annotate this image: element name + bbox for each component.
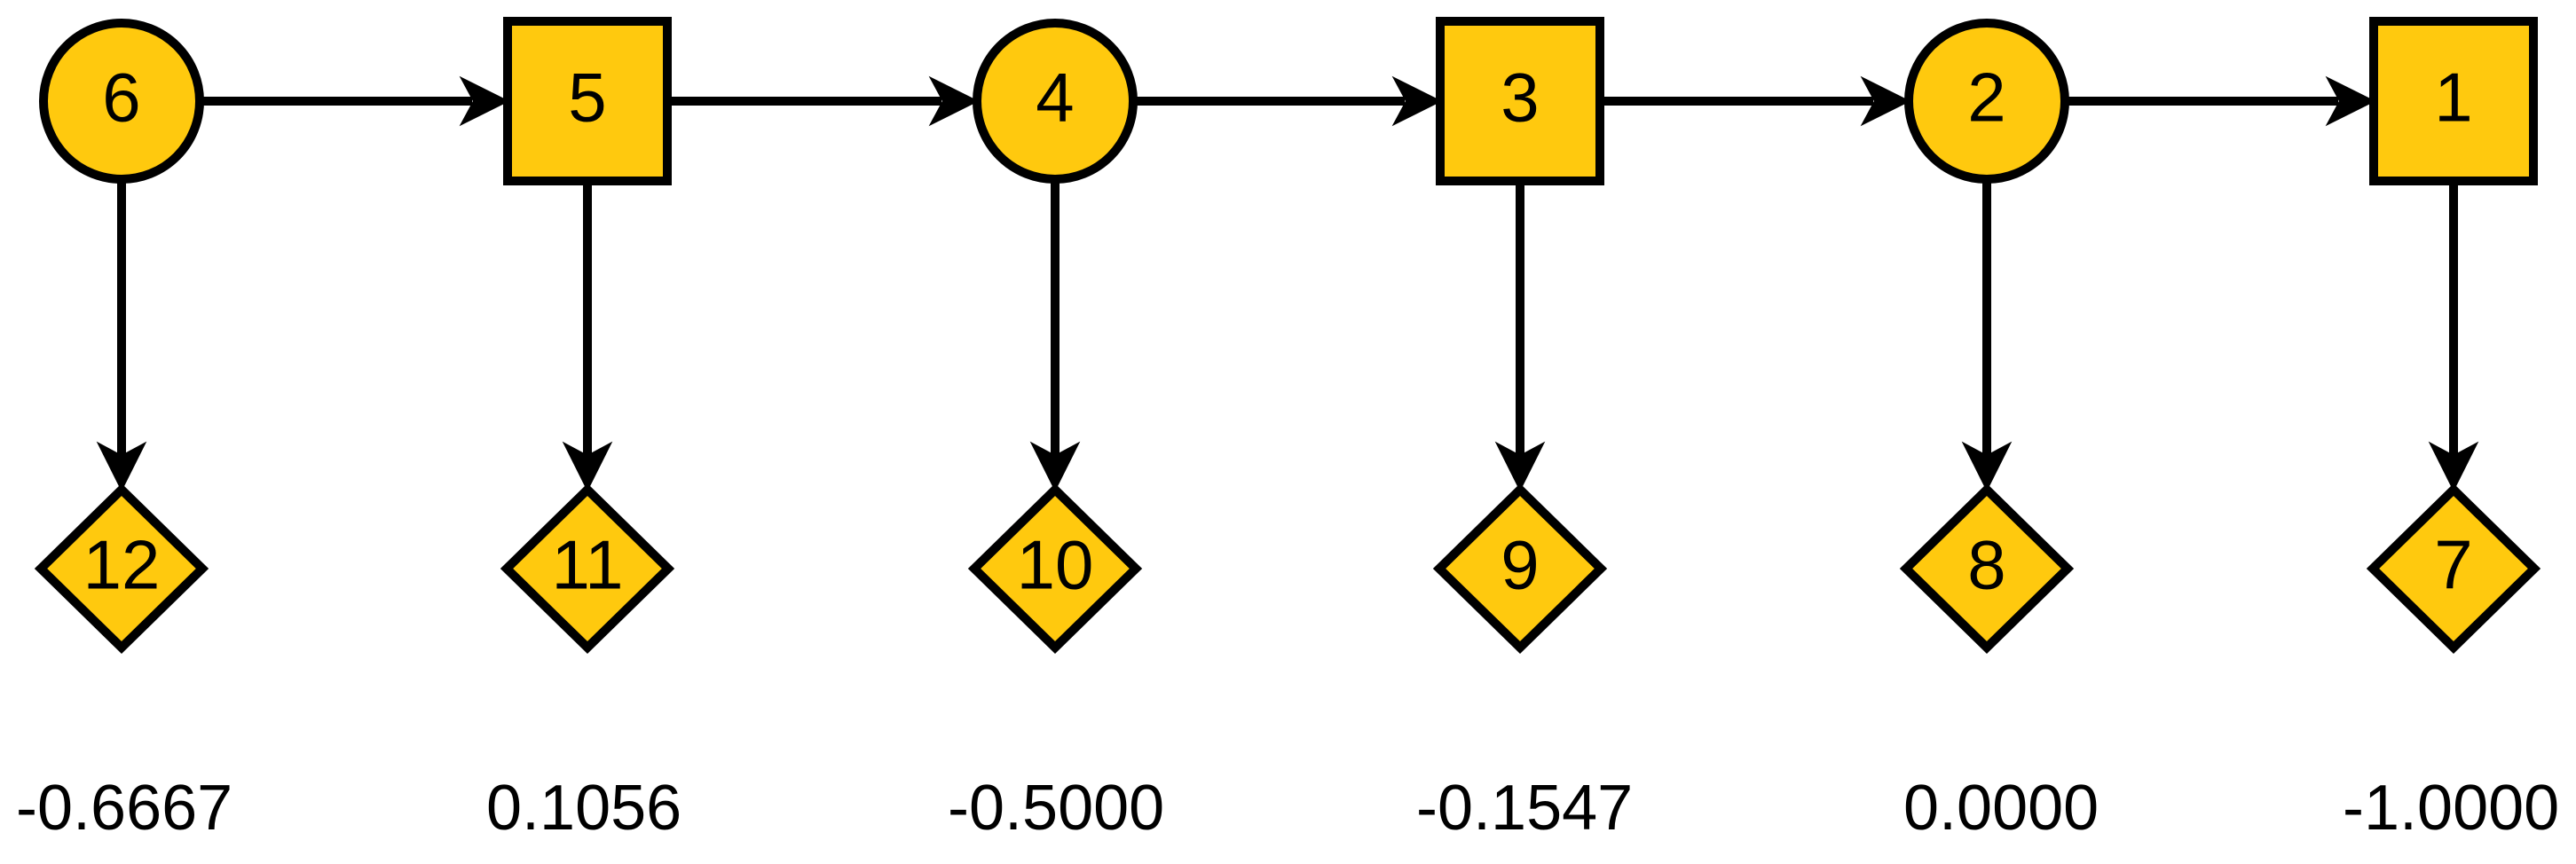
graph-node-4[interactable]: 4 xyxy=(973,19,1138,184)
node-diamond-shape xyxy=(500,483,675,654)
column-value-label-3: -0.1547 xyxy=(1416,773,1633,844)
node-label: 12 xyxy=(83,526,161,604)
arrowhead-icon xyxy=(96,441,147,492)
edges-layer xyxy=(96,75,2479,492)
edge-n1-to-n7 xyxy=(2428,181,2479,492)
node-square-shape xyxy=(503,17,672,185)
graph-node-6[interactable]: 6 xyxy=(39,19,204,184)
arrowhead-icon xyxy=(1860,75,1911,127)
edge-n6-to-n5 xyxy=(200,75,510,127)
node-diamond-shape xyxy=(34,483,209,654)
arrowhead-icon xyxy=(2428,441,2479,492)
node-label: 8 xyxy=(1967,526,2005,604)
arrowhead-icon xyxy=(459,75,510,127)
arrowhead-icon xyxy=(1029,441,1081,492)
graph-node-3[interactable]: 3 xyxy=(1436,17,1604,185)
edge-n2-to-n8 xyxy=(1961,179,2013,492)
arrowhead-icon xyxy=(928,75,980,127)
node-diamond-shape xyxy=(2366,483,2541,654)
node-label: 2 xyxy=(1967,59,2005,137)
column-value-label-0: -0.6667 xyxy=(16,773,232,844)
value-labels-layer: -0.6667 0.1056 -0.5000 -0.1547 0.0000 -1.0000 xyxy=(16,773,2559,844)
node-square-shape xyxy=(1436,17,1604,185)
column-value-label-4: 0.0000 xyxy=(1903,773,2099,844)
arrowhead-icon xyxy=(562,441,613,492)
arrowhead-icon xyxy=(1391,75,1443,127)
node-label: 7 xyxy=(2434,526,2472,604)
node-label: 6 xyxy=(102,59,140,137)
node-circle-shape xyxy=(39,19,204,184)
column-value-label-2: -0.5000 xyxy=(948,773,1164,844)
edge-n6-to-n12 xyxy=(96,179,147,492)
node-diamond-shape xyxy=(1432,483,1608,654)
graph-node-8[interactable]: 8 xyxy=(1899,483,2075,654)
node-square-shape xyxy=(2369,17,2538,185)
graph-node-10[interactable]: 10 xyxy=(967,483,1143,654)
node-label: 10 xyxy=(1017,526,1094,604)
node-label: 1 xyxy=(2434,59,2472,137)
graph-node-1[interactable]: 1 xyxy=(2369,17,2538,185)
node-circle-shape xyxy=(1904,19,2069,184)
edge-n2-to-n1 xyxy=(2065,75,2376,127)
node-label: 4 xyxy=(1036,59,1074,137)
graph-node-7[interactable]: 7 xyxy=(2366,483,2541,654)
column-value-label-5: -1.0000 xyxy=(2343,773,2559,844)
column-value-label-1: 0.1056 xyxy=(486,773,681,844)
edge-n3-to-n2 xyxy=(1600,75,1911,127)
node-label: 11 xyxy=(552,526,624,604)
graph-node-2[interactable]: 2 xyxy=(1904,19,2069,184)
arrowhead-icon xyxy=(2325,75,2376,127)
graph-node-12[interactable]: 12 xyxy=(34,483,209,654)
node-diamond-shape xyxy=(967,483,1143,654)
graph-node-5[interactable]: 5 xyxy=(503,17,672,185)
edge-n3-to-n9 xyxy=(1494,181,1546,492)
edge-n4-to-n10 xyxy=(1029,179,1081,492)
edge-n5-to-n11 xyxy=(562,181,613,492)
edge-n5-to-n4 xyxy=(667,75,980,127)
arrowhead-icon xyxy=(1961,441,2013,492)
arrowhead-icon xyxy=(1494,441,1546,492)
nodes-layer: 6 5 4 3 2 1 12 11 10 9 8 7 xyxy=(34,17,2541,654)
graph-node-9[interactable]: 9 xyxy=(1432,483,1608,654)
node-label: 9 xyxy=(1501,526,1539,604)
node-diamond-shape xyxy=(1899,483,2075,654)
node-label: 3 xyxy=(1501,59,1539,137)
edge-n4-to-n3 xyxy=(1133,75,1443,127)
node-circle-shape xyxy=(973,19,1138,184)
node-label: 5 xyxy=(568,59,606,137)
graph-node-11[interactable]: 11 xyxy=(500,483,675,654)
